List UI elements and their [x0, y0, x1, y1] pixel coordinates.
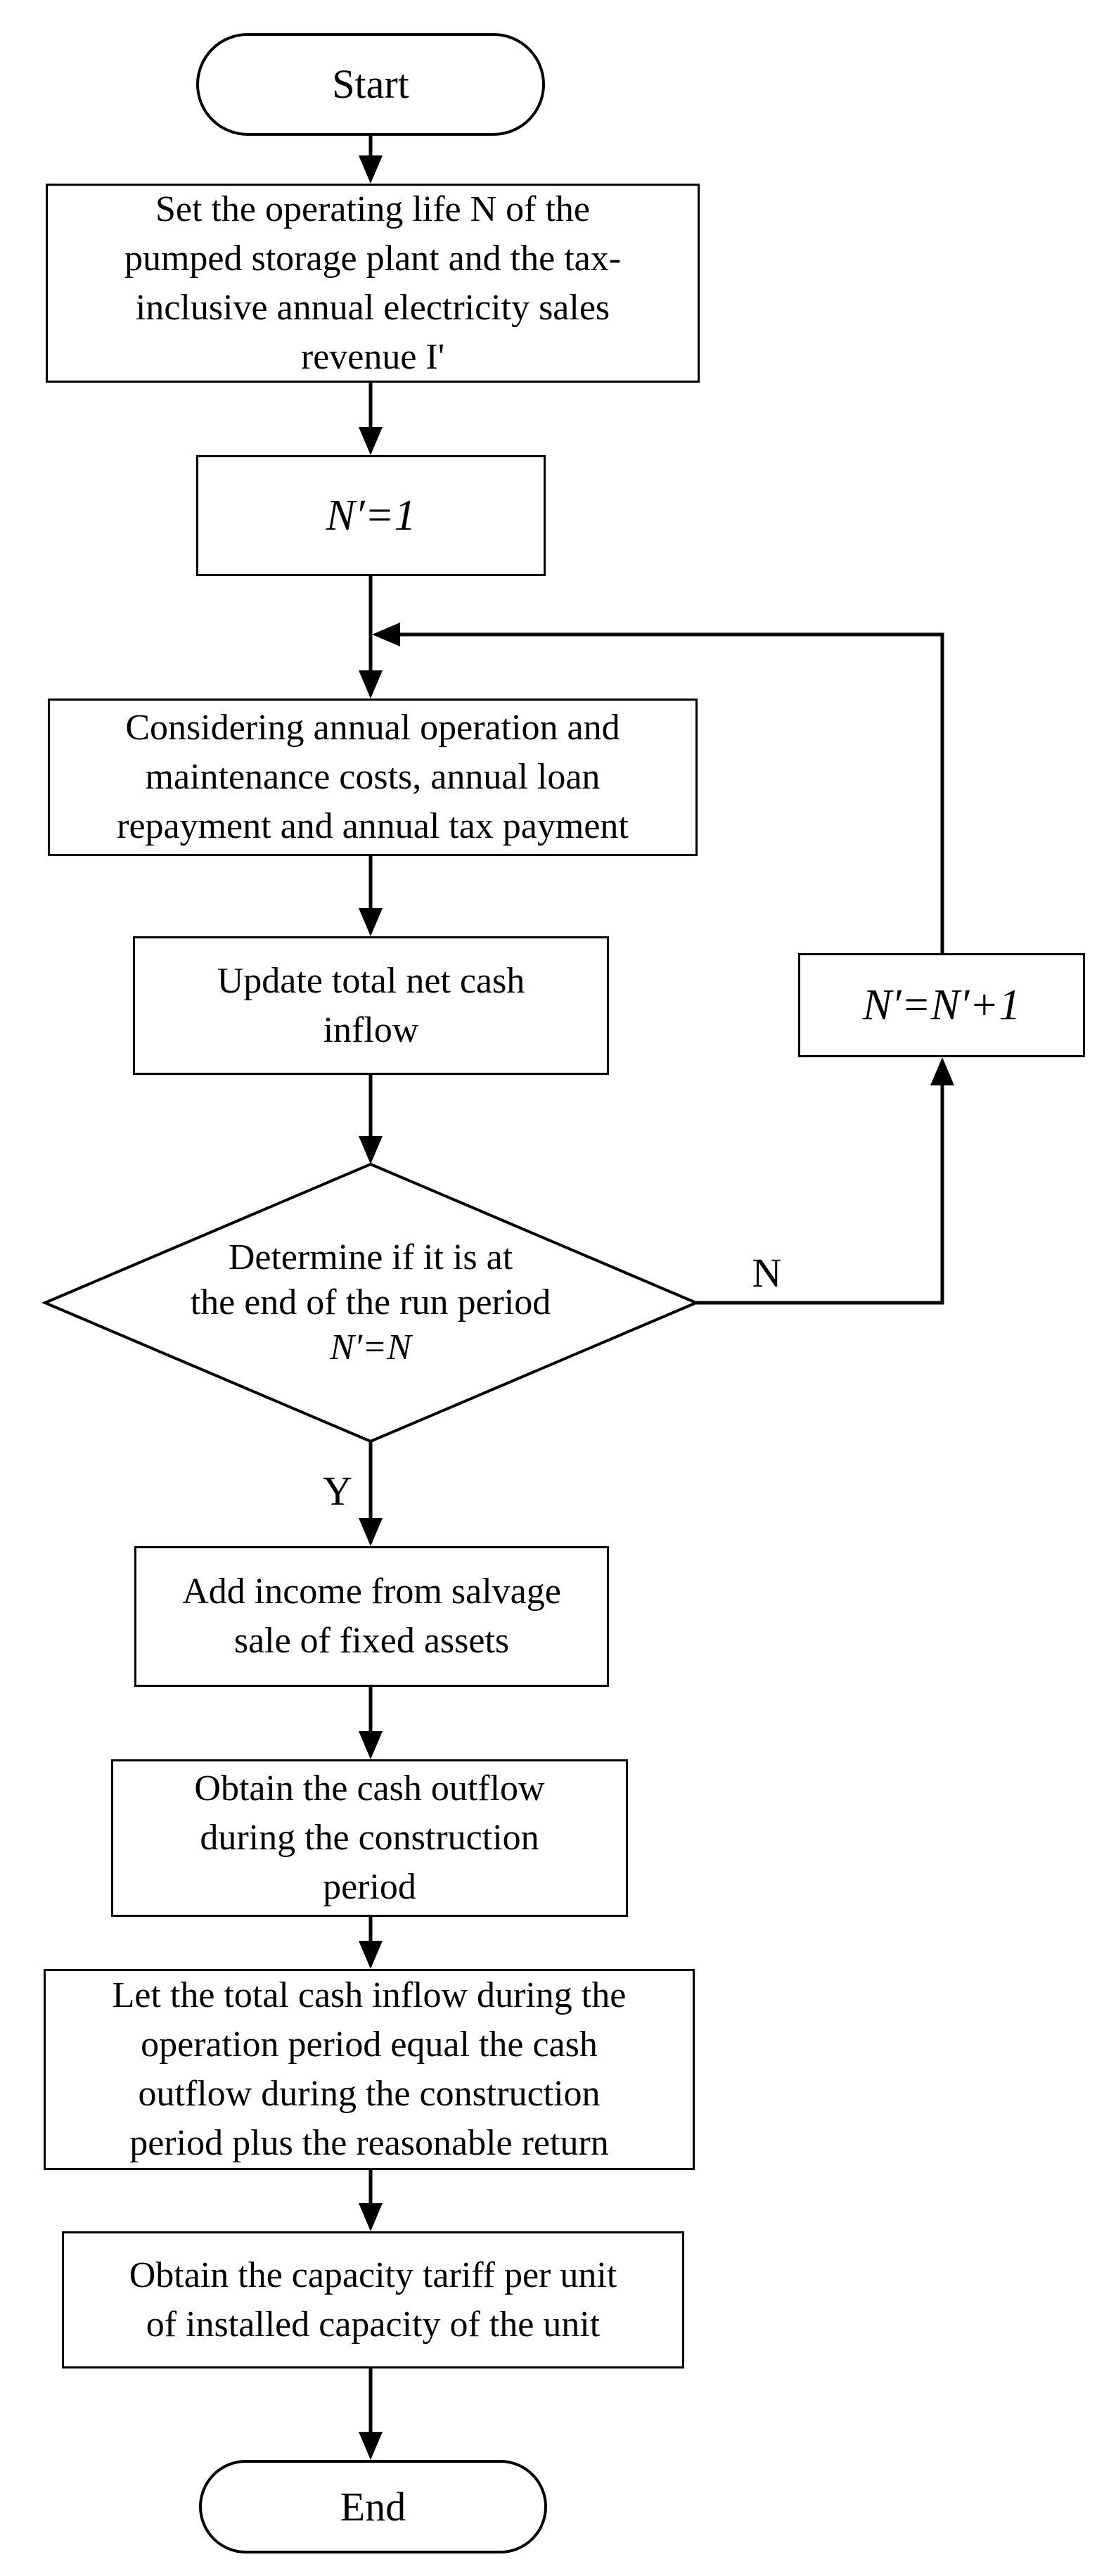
considering-node: Considering annual operation and mainten… [48, 699, 698, 856]
arrowhead-into-salvage [359, 1518, 383, 1546]
arrowhead-into-update [359, 908, 383, 936]
edge-label-no: N [737, 1246, 797, 1299]
arrowhead-into-increment [930, 1057, 954, 1085]
decision-node-text: Determine if it is at the end of the run… [117, 1235, 624, 1370]
arrowhead-into-considering [359, 670, 383, 699]
connector-increment-return [399, 632, 944, 953]
yes-label-text: Y [323, 1468, 352, 1514]
let-equal-node: Let the total cash inflow during the ope… [44, 1969, 695, 2170]
decision-question: Determine if it is at the end of the run… [190, 1237, 551, 1322]
n-init-node: N′=1 [196, 455, 546, 576]
update-inflow-node: Update total net cash inflow [133, 936, 609, 1075]
considering-label: Considering annual operation and mainten… [117, 708, 629, 846]
arrowhead-into-ninit [359, 427, 383, 455]
decision-diamond [41, 1162, 700, 1443]
no-label-text: N [752, 1250, 782, 1296]
arrowhead-into-let [359, 1941, 383, 1969]
arrowhead-into-mainline-junction [372, 623, 400, 646]
update-inflow-label: Update total net cash inflow [217, 960, 525, 1050]
n-init-label: N′=1 [326, 492, 416, 540]
let-equal-label: Let the total cash inflow during the ope… [112, 1975, 627, 2163]
n-increment-label: N′=N′+1 [862, 981, 1021, 1029]
tariff-label: Obtain the capacity tariff per unit of i… [129, 2255, 617, 2345]
cash-outflow-label: Obtain the cash outflow during the const… [194, 1768, 545, 1907]
tariff-node: Obtain the capacity tariff per unit of i… [62, 2231, 684, 2368]
arrowhead-into-end [359, 2432, 383, 2460]
start-label: Start [332, 61, 409, 107]
arrowhead-into-decision [359, 1136, 383, 1164]
salvage-node: Add income from salvage sale of fixed as… [134, 1546, 609, 1687]
set-params-node: Set the operating life N of the pumped s… [46, 184, 700, 383]
start-node: Start [196, 33, 545, 136]
end-label: End [340, 2483, 406, 2530]
salvage-label: Add income from salvage sale of fixed as… [182, 1571, 561, 1661]
set-params-label: Set the operating life N of the pumped s… [124, 189, 622, 377]
connector-decision-no [696, 1085, 944, 1305]
end-node: End [199, 2460, 547, 2553]
arrowhead-into-outflow [359, 1731, 383, 1759]
arrowhead-into-tariff [359, 2203, 383, 2231]
decision-formula: N′=N [330, 1327, 411, 1367]
n-increment-node: N′=N′+1 [798, 953, 1085, 1057]
cash-outflow-node: Obtain the cash outflow during the const… [111, 1759, 628, 1917]
edge-label-yes: Y [309, 1465, 366, 1517]
arrowhead-into-set [359, 155, 383, 184]
